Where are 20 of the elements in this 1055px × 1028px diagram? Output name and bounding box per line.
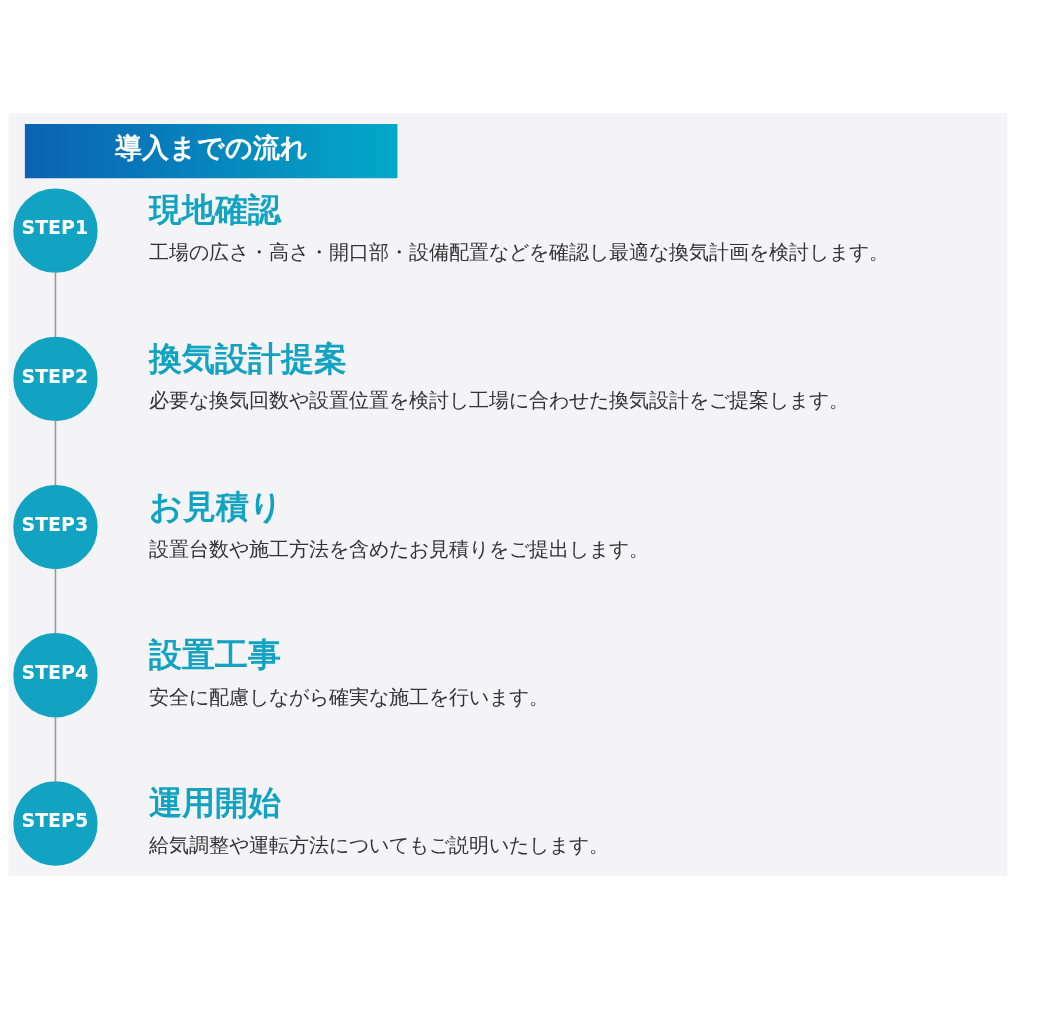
node-label: 設置台数や施工方法を含めたお見積りをご提出します。 <box>149 536 650 561</box>
node-label: 設置工事 <box>149 636 282 675</box>
node-label: 換気設計提案 <box>149 339 348 378</box>
connector <box>54 715 57 783</box>
diagram-title: 導入までの流れ <box>114 131 308 163</box>
node-label: 給気調整や運転方法についてもご説明いたします。 <box>149 833 610 858</box>
node-label: 工場の広さ・高さ・開口部・設備配置などを確認し最適な換気計画を検討します。 <box>149 240 890 265</box>
node-circle: STEP2 <box>13 336 98 421</box>
node-circle: STEP5 <box>13 781 98 866</box>
node-circle: STEP1 <box>13 188 98 273</box>
connector <box>54 567 57 635</box>
node-label: 安全に配慮しながら確実な施工を行います。 <box>149 684 550 709</box>
connector <box>54 271 57 338</box>
node-circle: STEP3 <box>13 484 98 570</box>
node-label: お見積り <box>149 487 284 526</box>
node-label: 現地確認 <box>149 191 282 230</box>
connector <box>54 419 57 486</box>
node-label: 運用開始 <box>149 784 282 823</box>
node-circle: STEP4 <box>13 633 98 718</box>
node-label: 必要な換気回数や設置位置を検討し工場に合わせた換気設計をご提案します。 <box>149 388 850 413</box>
